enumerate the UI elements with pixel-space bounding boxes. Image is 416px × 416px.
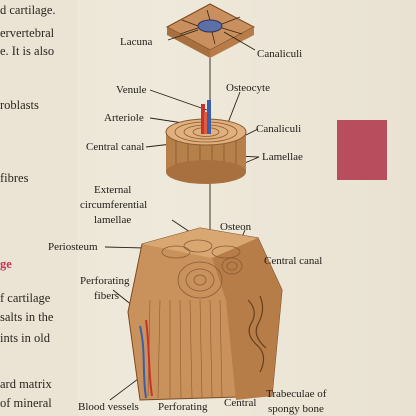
label-central-bottom: Central: [224, 397, 257, 409]
body-text-line: e. It is also: [0, 44, 55, 58]
label-external-2: circumferential: [80, 199, 148, 211]
body-text-line: ervertebral: [0, 26, 55, 40]
label-perforating-bottom: Perforating: [158, 401, 208, 413]
chapter-tab-marker: [337, 120, 387, 180]
body-text-line: roblasts: [0, 98, 39, 112]
label-lamellae: Lamellae: [262, 151, 303, 163]
section-heading: ge: [0, 257, 12, 271]
body-text-line: ints in old: [0, 331, 51, 345]
label-osteon: Osteon: [220, 221, 252, 233]
lacuna-tile: [165, 3, 256, 58]
label-external-3: lamellae: [94, 214, 132, 226]
label-blood-vessels: Blood vessels: [78, 401, 139, 413]
label-central-canal-left: Central canal: [86, 141, 145, 153]
body-text-line: ard matrix: [0, 377, 52, 391]
left-text-column: d cartilage. ervertebral e. It is also r…: [0, 0, 78, 416]
body-text-line: of mineral: [0, 396, 52, 410]
label-canaliculi-top: Canaliculi: [257, 48, 303, 60]
body-text-line: salts in the: [0, 310, 54, 324]
body-text-line: fibres: [0, 171, 29, 185]
label-periosteum: Periosteum: [48, 241, 98, 253]
osteon-cylinder: [165, 100, 247, 184]
label-trabeculae-2: spongy bone: [268, 403, 324, 415]
label-canaliculi-mid: Canaliculi: [256, 123, 302, 135]
body-text-line: d cartilage.: [0, 3, 56, 17]
label-lacuna: Lacuna: [120, 36, 153, 48]
label-osteocyte: Osteocyte: [226, 82, 270, 94]
label-external-1: External: [94, 184, 132, 196]
label-perforating-fibers-2: fibers: [94, 290, 120, 302]
body-text-line: f cartilage: [0, 291, 51, 305]
label-trabeculae-1: Trabeculae of: [266, 388, 327, 400]
label-central-canal-right: Central canal: [264, 255, 323, 267]
label-venule: Venule: [116, 84, 147, 96]
label-arteriole: Arteriole: [104, 112, 144, 124]
bone-block: [127, 227, 283, 401]
label-perforating-fibers-1: Perforating: [80, 275, 130, 287]
